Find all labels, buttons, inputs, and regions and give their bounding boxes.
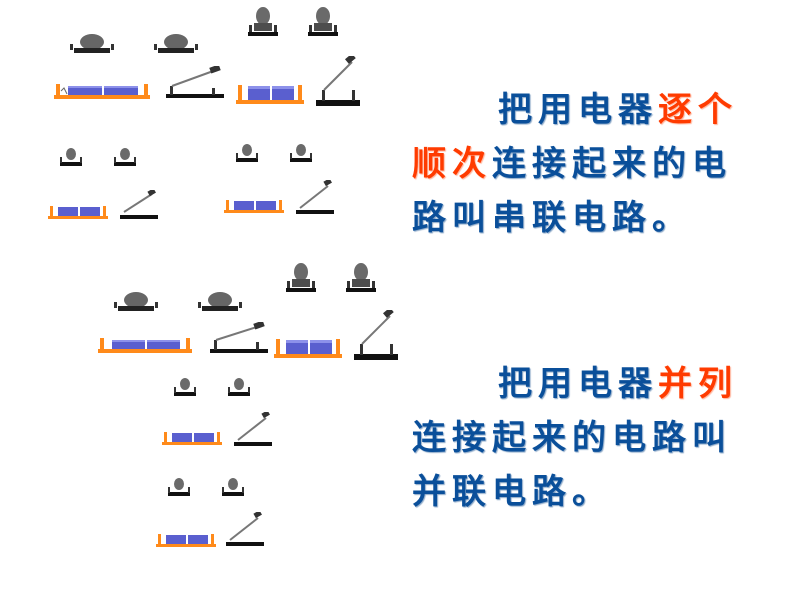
series-line-2: 顺次连接起来的电 — [412, 138, 732, 190]
series-line-1: 把用电器逐个 — [498, 84, 738, 136]
lamp-icon — [174, 378, 196, 396]
lamp-icon — [168, 478, 190, 496]
switch-icon — [234, 412, 272, 446]
lamp-icon — [228, 378, 250, 396]
series-line-2-rest: 连接起来的电 — [492, 144, 732, 184]
parallel-line-2-text: 连接起来的电路叫 — [412, 418, 732, 458]
switch-icon — [316, 56, 360, 106]
series-emphasis-1: 逐个 — [658, 90, 738, 130]
switch-icon — [296, 180, 334, 214]
lamp-icon — [222, 478, 244, 496]
lamp-icon — [308, 7, 338, 36]
series-emphasis-2: 顺次 — [412, 144, 492, 184]
lamp-icon — [346, 263, 376, 292]
series-line-1-lead: 把用电器 — [498, 90, 658, 130]
lamp-icon — [290, 144, 312, 162]
parallel-line-3: 并联电路。 — [412, 466, 612, 518]
battery-icon — [224, 200, 284, 213]
lamp-icon — [248, 7, 278, 36]
lamp-icon — [286, 263, 316, 292]
battery-icon — [162, 432, 222, 445]
parallel-line-1-lead: 把用电器 — [498, 364, 658, 404]
switch-icon — [354, 310, 398, 360]
switch-icon — [120, 190, 158, 219]
series-line-3-text: 路叫串联电路。 — [412, 198, 692, 238]
bulb-socket-icon — [198, 292, 242, 311]
parallel-line-2: 连接起来的电路叫 — [412, 412, 732, 464]
bulb-socket-icon — [154, 34, 198, 53]
bulb-socket-icon — [70, 34, 114, 53]
parallel-emphasis: 并列 — [658, 364, 738, 404]
battery-icon — [156, 534, 216, 547]
bulb-socket-icon — [114, 292, 158, 311]
battery-icon — [274, 339, 342, 358]
battery-icon — [54, 84, 150, 99]
switch-icon — [210, 322, 268, 353]
battery-icon — [98, 338, 192, 353]
battery-icon — [236, 85, 304, 104]
series-line-3: 路叫串联电路。 — [412, 192, 692, 244]
battery-icon — [48, 206, 108, 219]
lamp-icon — [60, 148, 82, 166]
lamp-icon — [236, 144, 258, 162]
parallel-line-1: 把用电器并列 — [498, 358, 738, 410]
switch-icon — [166, 66, 224, 98]
lamp-icon — [114, 148, 136, 166]
switch-icon — [226, 512, 264, 546]
parallel-line-3-text: 并联电路。 — [412, 472, 612, 512]
